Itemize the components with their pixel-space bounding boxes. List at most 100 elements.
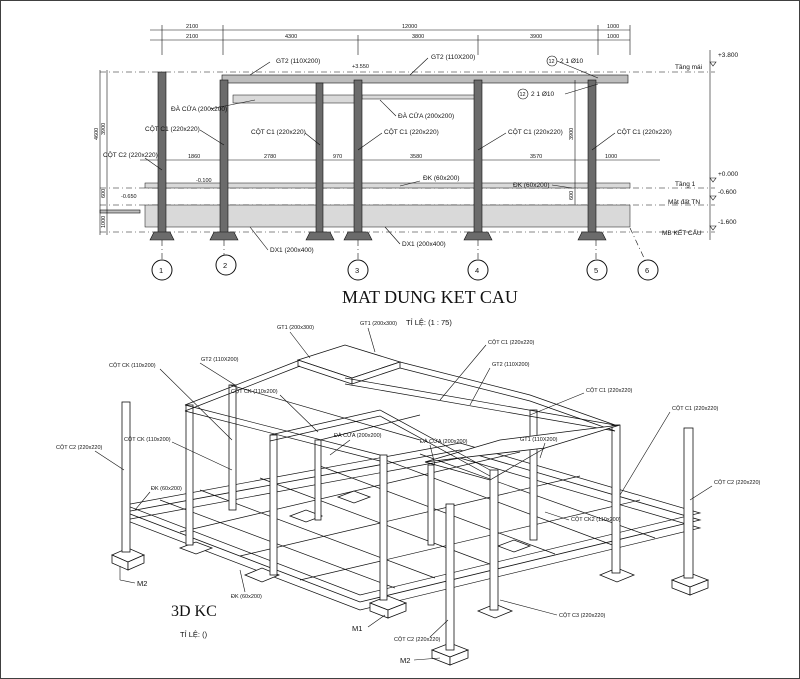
dim-mid-6: 1000	[605, 154, 617, 160]
door-beam-right	[361, 94, 476, 100]
label-dx1-a: DX1 (200x400)	[270, 247, 314, 254]
label-3d-cot-c2-a: CỘT C2 (220x220)	[56, 444, 103, 451]
label-3d-cot-c1-c: CỘT C1 (220x220)	[672, 405, 719, 412]
level-value-foundation: -1.600	[718, 219, 737, 226]
3d-column-ck-b	[228, 384, 237, 511]
label-cot-c1-e: CỘT C1 (220x220)	[617, 127, 672, 136]
left-stub-beam	[99, 209, 141, 214]
label-3d-gt2-a: GT2 (110X200)	[201, 357, 239, 363]
axis-bubble-5	[586, 259, 608, 281]
dim-top-3: 1000	[607, 24, 619, 30]
label-cot-c1-b: CỘT C1 (220x220)	[251, 127, 306, 136]
column-c1-axis4	[473, 79, 483, 235]
axis-label-1: 1	[159, 266, 163, 275]
dim-row2-5: 1000	[607, 34, 619, 40]
axis-label-4: 4	[475, 266, 479, 275]
column-c1-axis5	[587, 79, 597, 235]
dim-mid-3: 970	[333, 154, 342, 160]
label-3d-cot-c1-b: CỘT C1 (220x220)	[586, 387, 633, 394]
level-markers: Tầng mái +3.800 Tầng 1 +0.000 Mặt đất TN…	[662, 50, 738, 240]
label-3d-gt2-b: GT2 (110X200)	[492, 362, 530, 368]
label-3d-gt1-a: GT1 (200x300)	[277, 325, 314, 331]
label-3d-cot-ck-a: CỘT CK (110x200)	[109, 362, 156, 369]
level-name-foundation: MB KẾT CẤU	[662, 227, 702, 237]
label-3d-cot-ck-c: CỘT CK (110x200)	[124, 436, 171, 443]
rebar-callouts: 12 2 1 Ø10 12 2 1 Ø10	[517, 55, 599, 100]
left-dimensions: 4600 3900 600 1000	[94, 70, 108, 235]
rebar-label-2: 2 1 Ø10	[531, 91, 555, 98]
dim-mid-4: 3580	[410, 154, 422, 160]
axis-bubble-4	[467, 259, 489, 281]
3d-column-c1-e	[529, 409, 538, 541]
label-da-cua-b: ĐÀ CỬA (200x200)	[398, 111, 454, 120]
footing-6	[577, 231, 607, 241]
column-c1-axis3	[353, 79, 363, 235]
3d-roof-gt1-front	[424, 424, 621, 463]
axis-label-6: 6	[645, 266, 649, 275]
label-3d-gt1-c: GT1 (110X200)	[520, 437, 558, 443]
local-level-stub: -0.650	[121, 194, 137, 200]
3d-labels: GT1 (200x300) GT1 (200x300) CỘT C1 (220x…	[56, 321, 761, 665]
elevation-title: MAT DUNG KET CAU	[342, 287, 518, 307]
axis-label-2: 2	[223, 261, 227, 270]
dim-right-2: 600	[569, 191, 575, 200]
level-name-roof: Tầng mái	[675, 62, 702, 71]
view3d-title: 3D KC	[171, 603, 217, 620]
dim-row2-1: 2100	[186, 34, 198, 40]
footing-1	[149, 231, 175, 241]
3d-base-frame	[123, 442, 702, 611]
label-cot-c1-a: CỘT C1 (220x220)	[145, 124, 200, 133]
dim-left-2: 3900	[101, 123, 107, 135]
roof-beam-gt2	[221, 74, 629, 84]
label-3d-cot-c2-b: CỘT C2 (220x220)	[714, 479, 761, 486]
label-3d-cot-ck-b: CỘT CK (110x200)	[231, 388, 278, 395]
label-da-cua-a: ĐÀ CỬA (200x200)	[171, 104, 227, 113]
axis-label-3: 3	[355, 266, 359, 275]
view-3d: GT1 (200x300) GT1 (200x300) CỘT C1 (220x…	[56, 321, 761, 666]
axis-bubble-3	[347, 259, 369, 281]
local-level-roof: +3.550	[352, 64, 369, 70]
rebar-mark-2	[517, 88, 529, 100]
right-dimensions: 3900 600	[569, 80, 576, 205]
local-level-floor: -0.100	[196, 178, 212, 184]
3d-columns	[121, 384, 694, 651]
column-c1-mid	[315, 82, 324, 235]
label-3d-cot-c3: CỘT C3 (220x220)	[559, 612, 606, 619]
dim-left-1: 4600	[94, 128, 100, 140]
column-c1-axis2	[219, 79, 229, 235]
footing-2	[209, 231, 239, 241]
dim-row2-4: 3900	[530, 34, 542, 40]
ground-beam-dx1	[144, 204, 631, 228]
dim-mid-2: 2780	[264, 154, 276, 160]
3d-column-c2-right	[683, 427, 694, 579]
label-3d-cot-ck2: CỘT CK2 (110x200)	[571, 516, 621, 523]
axis-bubbles: 1 2 3 4 5 6	[151, 227, 659, 281]
label-3d-da-cua-b: ĐÀ CỬA (200x200)	[420, 438, 468, 445]
columns	[157, 71, 597, 235]
axis-bubble-6	[637, 259, 659, 281]
3d-column-c2-front	[445, 503, 455, 651]
rebar-mark-2-text: 12	[520, 92, 526, 98]
axis-label-5: 5	[594, 266, 598, 275]
label-3d-m2-left: M2	[137, 579, 147, 588]
3d-column-ck-a	[185, 404, 194, 546]
label-3d-da-cua-a: ĐÀ CỬA (200x200)	[334, 432, 382, 439]
3d-column-c1-a	[269, 434, 278, 576]
axis-bubble-1	[151, 259, 173, 281]
label-3d-dk-b: ĐK (60x200)	[231, 594, 262, 600]
footings	[149, 231, 607, 241]
elevation-labels: GT2 (110X200) GT2 (110X200) ĐÀ CỬA (200x…	[103, 54, 672, 254]
label-3d-cot-c1-a: CỘT C1 (220x220)	[488, 339, 535, 346]
level-value-floor1: +0.000	[718, 171, 738, 178]
label-3d-m1: M1	[352, 624, 362, 633]
floor-beam-dk	[144, 182, 631, 189]
level-value-ground: -0.600	[718, 189, 737, 196]
footing-4	[343, 231, 373, 241]
label-dk-a: ĐK (60x200)	[423, 175, 460, 182]
dim-right-1: 3900	[569, 128, 575, 140]
label-3d-dk-a: ĐK (60x200)	[151, 486, 182, 492]
dim-mid-5: 3570	[530, 154, 542, 160]
label-3d-m2-front: M2	[400, 656, 410, 665]
rebar-label-1: 2 1 Ø10	[560, 58, 584, 65]
top-dimension-lines: 2100 12000 1000 2100 4300 3800 3900 1000	[150, 24, 631, 55]
